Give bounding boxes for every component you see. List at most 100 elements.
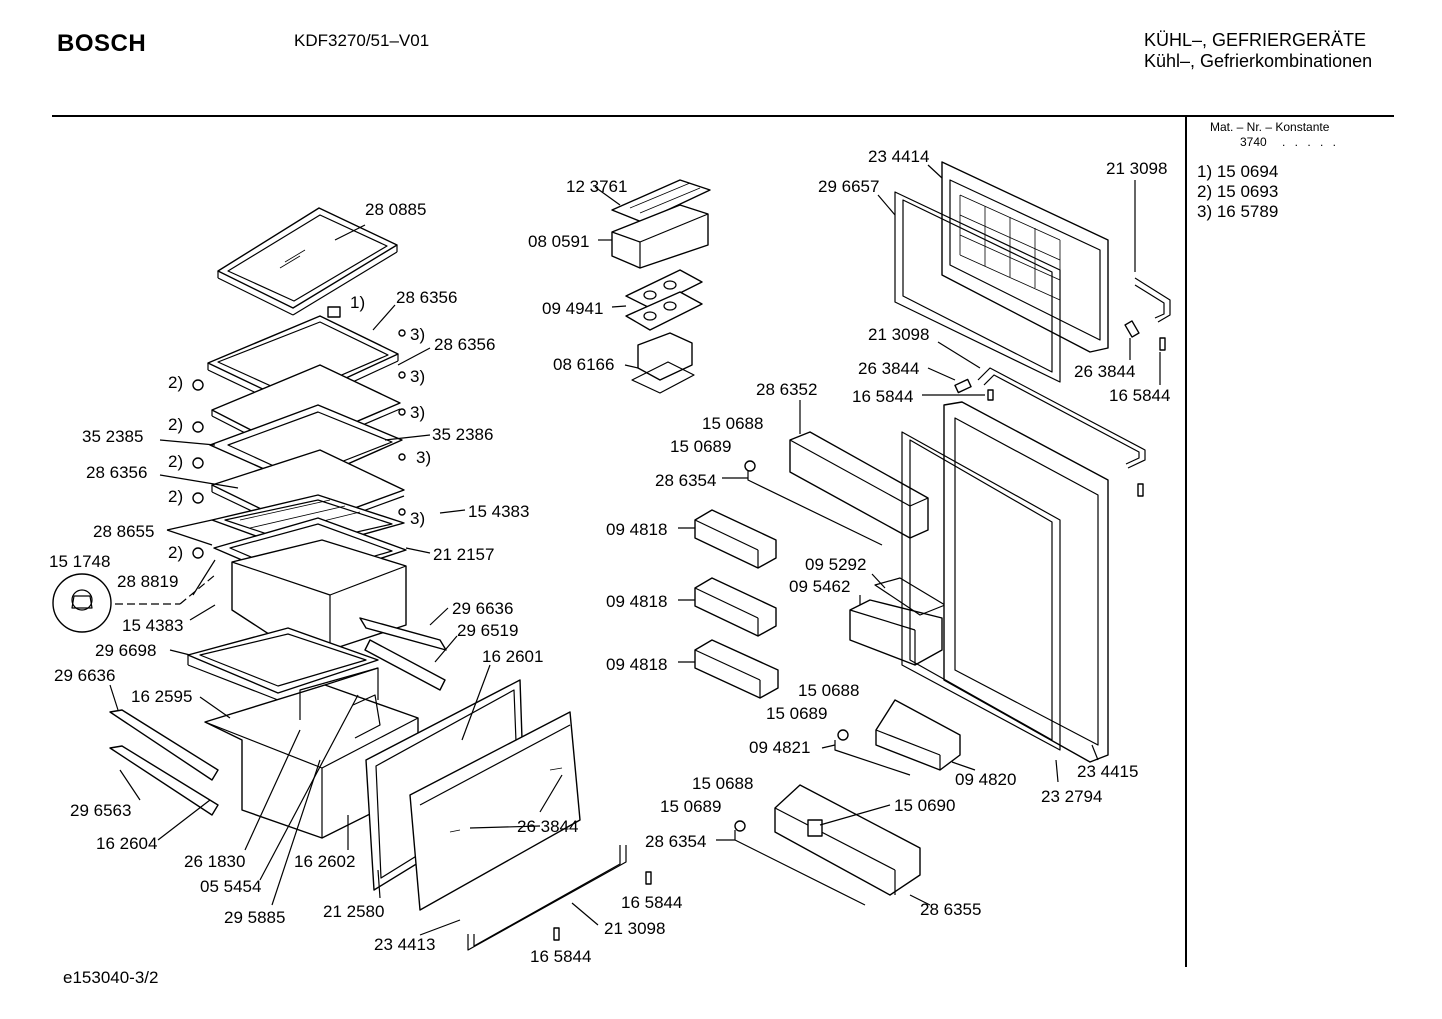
door-bin-3 xyxy=(694,639,779,699)
part-label: 08 6166 xyxy=(553,355,614,374)
part-label: 16 5844 xyxy=(530,947,591,966)
part-label: 29 6657 xyxy=(818,177,879,196)
ice-box xyxy=(611,204,709,269)
part-labels: 28 0885 28 6356 28 6356 35 2385 35 2386 … xyxy=(49,147,1170,966)
drawer-front-panel xyxy=(409,711,581,911)
part-label: 09 4820 xyxy=(955,770,1016,789)
fridge-door xyxy=(943,401,1109,763)
part-label: 15 0689 xyxy=(660,797,721,816)
part-label: 28 0885 xyxy=(365,200,426,219)
variant-marks: 1) 2) 2) 2) 2) 2) 3) 3) 3) 3) 3) xyxy=(168,293,431,562)
variant-mark: 3) xyxy=(410,367,425,386)
fridge-gasket xyxy=(901,431,1061,751)
variant-note-2: 2) 15 0693 xyxy=(1197,182,1279,201)
variant-mark: 2) xyxy=(168,415,183,434)
part-label: 35 2386 xyxy=(432,425,493,444)
door-shelf-small xyxy=(834,699,961,776)
category-title: KÜHL–, GEFRIERGERÄTE xyxy=(1144,30,1367,50)
part-label: 09 5292 xyxy=(805,555,866,574)
variant-mark: 3) xyxy=(410,509,425,528)
part-label: 15 0688 xyxy=(702,414,763,433)
door-bin-2 xyxy=(694,577,777,637)
part-label: 26 3844 xyxy=(517,817,578,836)
glass-shelf-top xyxy=(217,207,398,316)
part-label: 15 1748 xyxy=(49,552,110,571)
part-label: 09 4941 xyxy=(542,299,603,318)
part-label: 09 5462 xyxy=(789,577,850,596)
part-label: 08 0591 xyxy=(528,232,589,251)
part-label: 29 6636 xyxy=(452,599,513,618)
part-label: 21 2580 xyxy=(323,902,384,921)
handle-bottom xyxy=(467,845,627,951)
part-label: 29 6636 xyxy=(54,666,115,685)
header-divider xyxy=(52,115,1394,117)
part-label: 16 2602 xyxy=(294,852,355,871)
bottle-holder xyxy=(849,577,946,666)
drawing-id: e153040-3/2 xyxy=(63,968,159,987)
konstante-value: 3740 xyxy=(1240,135,1267,149)
part-label: 21 3098 xyxy=(604,919,665,938)
part-label: 28 8819 xyxy=(117,572,178,591)
drawer-rails xyxy=(109,617,447,816)
variant-mark: 2) xyxy=(168,373,183,392)
part-label: 16 5844 xyxy=(852,387,913,406)
part-label: 28 6354 xyxy=(655,471,716,490)
part-label: 26 1830 xyxy=(184,852,245,871)
part-label: 15 0689 xyxy=(766,704,827,723)
variant-mark: 3) xyxy=(410,403,425,422)
part-label: 15 4383 xyxy=(468,502,529,521)
konstante-title: Mat. – Nr. – Konstante xyxy=(1210,120,1330,134)
clip-symbols xyxy=(192,329,849,832)
variant-note-1: 1) 15 0694 xyxy=(1197,162,1279,181)
konstante-dots: . . . . . xyxy=(1282,135,1340,149)
part-label: 15 0688 xyxy=(798,681,859,700)
part-label: 29 6519 xyxy=(457,621,518,640)
middle-handle xyxy=(977,367,1146,469)
part-label: 23 4413 xyxy=(374,935,435,954)
variant-note-3: 3) 16 5789 xyxy=(1197,202,1279,221)
butter-dish xyxy=(631,332,695,394)
part-label: 12 3761 xyxy=(566,177,627,196)
variant-mark: 2) xyxy=(168,543,183,562)
part-label: 16 2601 xyxy=(482,647,543,666)
vegetable-drawer xyxy=(204,667,419,839)
part-label: 28 6355 xyxy=(920,900,981,919)
part-label: 15 4383 xyxy=(122,616,183,635)
part-label: 28 6356 xyxy=(86,463,147,482)
hinge-pins xyxy=(553,320,1166,941)
part-label: 28 6356 xyxy=(434,335,495,354)
part-label: 16 2604 xyxy=(96,834,157,853)
part-label: 28 6352 xyxy=(756,380,817,399)
part-label: 09 4818 xyxy=(606,520,667,539)
part-label: 09 4818 xyxy=(606,592,667,611)
part-label: 15 0690 xyxy=(894,796,955,815)
part-label: 26 3844 xyxy=(1074,362,1135,381)
part-label: 09 4818 xyxy=(606,655,667,674)
thermostat-knob xyxy=(52,573,216,633)
variant-mark: 2) xyxy=(168,452,183,471)
part-label: 23 4415 xyxy=(1077,762,1138,781)
part-label: 26 3844 xyxy=(858,359,919,378)
part-label: 28 8655 xyxy=(93,522,154,541)
part-label: 16 2595 xyxy=(131,687,192,706)
freezer-door xyxy=(941,161,1109,353)
door-bin-1 xyxy=(694,509,777,569)
part-label: 15 0689 xyxy=(670,437,731,456)
part-label: 09 4821 xyxy=(749,738,810,757)
brand-logo: BOSCH xyxy=(57,30,147,57)
door-shelf-large-lower xyxy=(734,784,921,906)
category-subtitle: Kühl–, Gefrierkombinationen xyxy=(1144,51,1373,71)
variant-mark: 3) xyxy=(416,448,431,467)
egg-trays xyxy=(625,269,703,331)
model-number: KDF3270/51–V01 xyxy=(294,31,430,50)
part-label: 28 6354 xyxy=(645,832,706,851)
part-label: 28 6356 xyxy=(396,288,457,307)
sidebar-divider xyxy=(1185,117,1187,967)
part-label: 23 2794 xyxy=(1041,787,1102,806)
variant-mark: 2) xyxy=(168,487,183,506)
freezer-handle xyxy=(1134,277,1171,323)
part-label: 05 5454 xyxy=(200,877,261,896)
freezer-gasket xyxy=(894,191,1061,383)
part-label: 23 4414 xyxy=(868,147,929,166)
variant-mark: 3) xyxy=(410,325,425,344)
